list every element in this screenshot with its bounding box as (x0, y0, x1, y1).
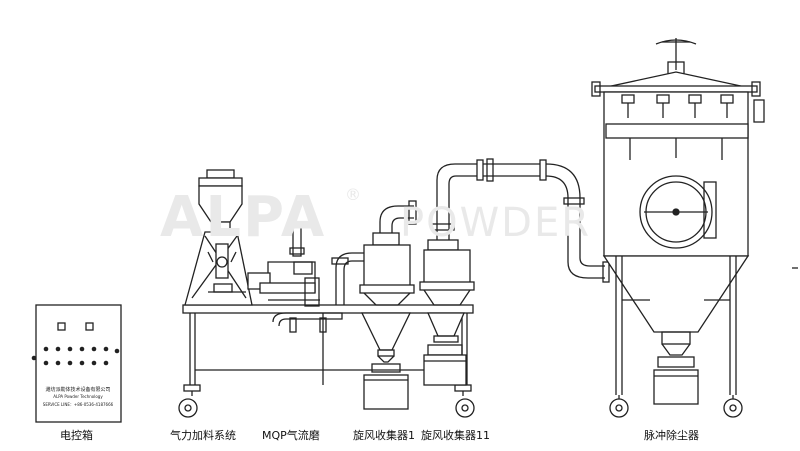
label-cyclone-1: 旋风收集器1 (353, 429, 415, 442)
watermark-brand: ALPA (160, 185, 327, 250)
support-frame (178, 304, 475, 418)
cyclone-collector-2 (419, 159, 484, 386)
connecting-duct (483, 158, 610, 283)
label-dust-collector: 脉冲除尘器 (644, 429, 699, 442)
pulse-valves (621, 94, 734, 118)
plate-company: 潍坊派勒体技术设备有限公司 (45, 387, 111, 393)
cyclone-collector-1 (331, 200, 417, 410)
pulse-dust-collector (591, 38, 765, 418)
jet-mill (247, 225, 343, 333)
label-control-box: 电控箱 (60, 429, 93, 442)
plate-service: SERVICE LINE：+86-0536-4187666 (42, 402, 114, 407)
feeding-system (184, 169, 253, 306)
plate-english: ALPA Powder Technology (53, 394, 103, 399)
label-feeding-system: 气力加料系统 (170, 429, 236, 442)
label-cyclone-2: 旋风收集器11 (421, 429, 490, 442)
label-jet-mill: MQP气流磨 (262, 429, 320, 442)
control-box (31, 304, 122, 423)
watermark-registered-mark: ® (345, 185, 363, 204)
watermark-word: POWDER (400, 200, 592, 246)
